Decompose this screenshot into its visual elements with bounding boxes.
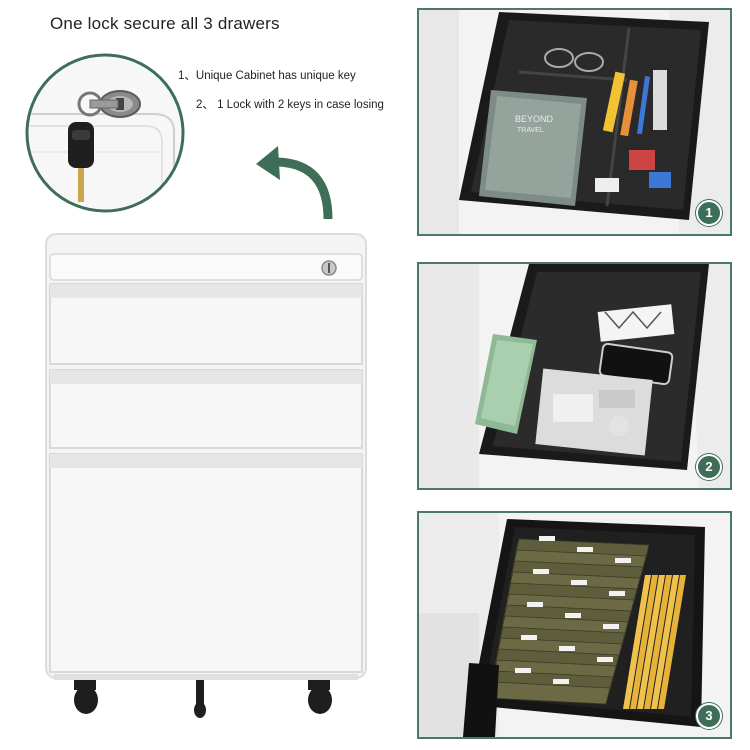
folder-tab bbox=[533, 569, 549, 574]
drawer-panel-2: 2 bbox=[417, 262, 732, 490]
drawer-number-badge-3: 3 bbox=[696, 703, 722, 729]
drawer-panel-1: BEYOND TRAVEL 1 bbox=[417, 8, 732, 236]
hanging-folders bbox=[488, 536, 650, 705]
filing-cabinet bbox=[40, 232, 372, 722]
yellow-folders bbox=[623, 575, 686, 709]
folder-tab bbox=[539, 536, 555, 541]
note-unique-key: 1、Unique Cabinet has unique key bbox=[178, 70, 356, 82]
folder-tab bbox=[565, 613, 581, 618]
folder-tab bbox=[603, 624, 619, 629]
yellow-folder bbox=[623, 575, 651, 709]
folder-tab bbox=[515, 668, 531, 673]
folder-tab bbox=[553, 679, 569, 684]
folder-tab bbox=[521, 635, 537, 640]
curved-arrow-icon bbox=[248, 134, 338, 224]
folder-tab bbox=[577, 547, 593, 552]
folder-tab bbox=[571, 580, 587, 585]
drawer-number-badge-1: 1 bbox=[696, 200, 722, 226]
yellow-folder bbox=[651, 575, 679, 709]
folder-tab bbox=[527, 602, 543, 607]
folder-tab bbox=[559, 646, 575, 651]
folder-tab bbox=[609, 591, 625, 596]
folder-tab bbox=[597, 657, 613, 662]
note-two-keys: 2、 1 Lock with 2 keys in case losing bbox=[196, 99, 384, 111]
yellow-folder bbox=[644, 575, 672, 709]
yellow-folder bbox=[658, 575, 686, 709]
drawer-panel-3: 3 bbox=[417, 511, 732, 739]
lock-closeup bbox=[24, 52, 186, 214]
drawer-number-badge-2: 2 bbox=[696, 454, 722, 480]
yellow-folder bbox=[637, 575, 665, 709]
headline: One lock secure all 3 drawers bbox=[50, 14, 280, 33]
folder-tab bbox=[615, 558, 631, 563]
book-title-line2: TRAVEL bbox=[517, 127, 544, 134]
book-title-line1: BEYOND bbox=[515, 114, 554, 124]
yellow-folder bbox=[630, 575, 658, 709]
